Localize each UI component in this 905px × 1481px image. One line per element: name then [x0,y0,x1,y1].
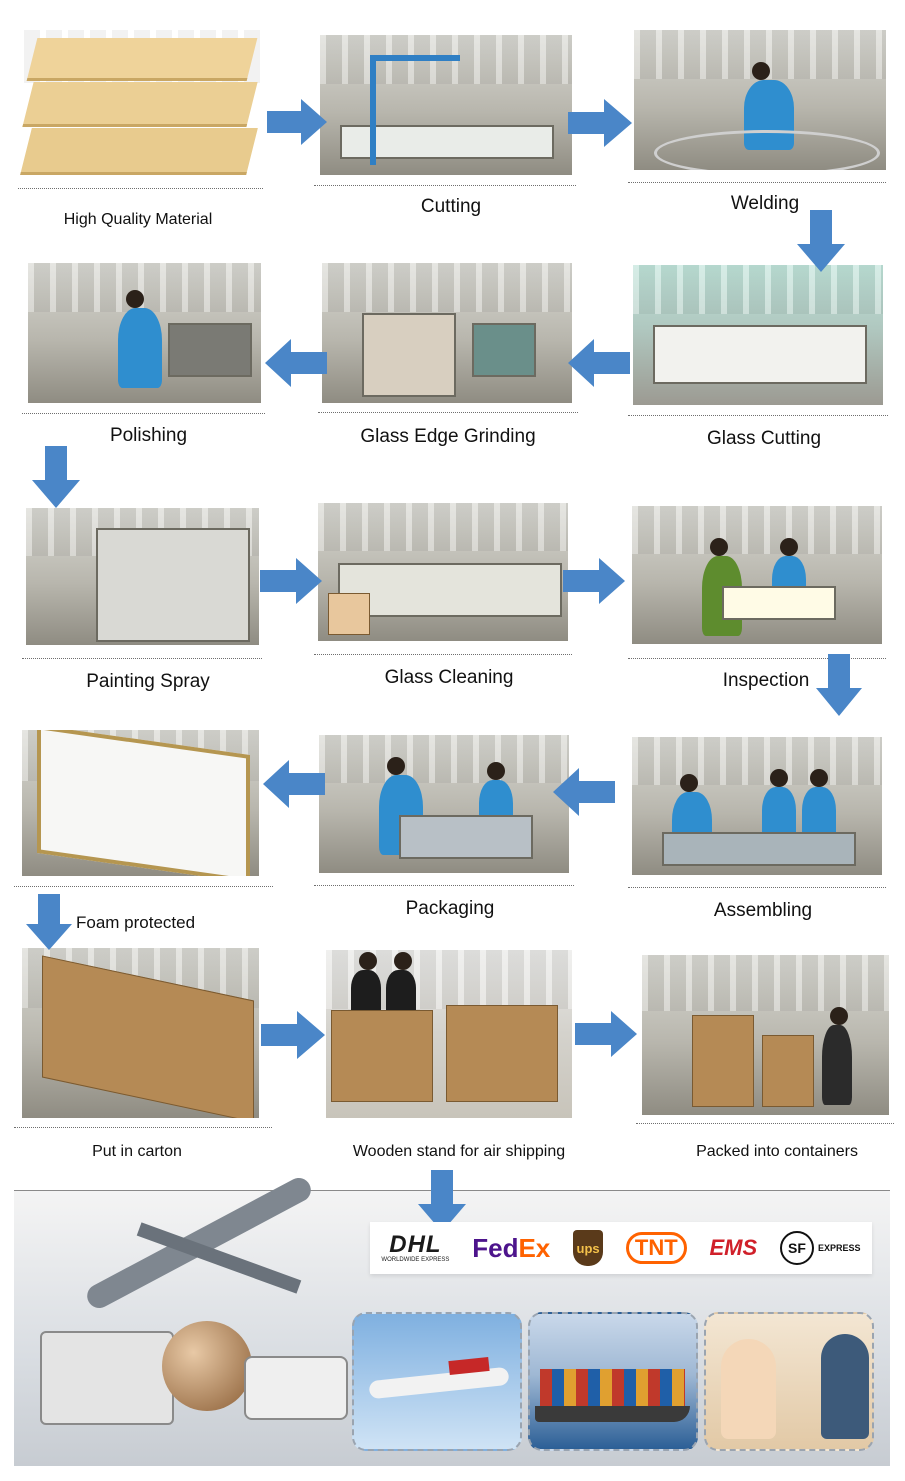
arrow-down-icon [26,894,72,950]
caption-polishing: Polishing [109,425,188,446]
arrow-left-icon [263,760,325,808]
arrow-down-icon [797,210,845,272]
separator [22,413,265,414]
caption-material: High Quality Material [63,211,213,228]
separator [628,182,886,183]
arrow-right-icon [261,1011,325,1059]
caption-glass-cutting: Glass Cutting [706,428,822,449]
separator [636,1123,894,1124]
separator [14,1127,272,1128]
caption-welding: Welding [730,193,800,214]
photo-polishing [28,263,261,403]
tile-air-freight [352,1312,522,1451]
photo-painting [26,508,259,645]
caption-wooden-stand: Wooden stand for air shipping [352,1143,566,1160]
caption-foam: Foam protected [76,913,196,932]
caption-packaging: Packaging [405,898,495,919]
photo-material [18,30,263,180]
caption-containers: Packed into containers [696,1143,858,1160]
caption-carton: Put in carton [92,1143,182,1160]
caption-inspection: Inspection [722,670,810,691]
caption-assembling: Assembling [713,900,813,921]
separator [314,885,574,886]
arrow-right-icon [575,1011,637,1057]
photo-welding [634,30,886,170]
separator [318,412,578,413]
separator [314,654,572,655]
courier-logos: DHL WORLDWIDE EXPRESS FedEx ups TNT EMS … [370,1222,872,1274]
arrow-right-icon [568,99,632,147]
caption-cleaning: Glass Cleaning [384,667,514,688]
tile-sea-freight [528,1312,698,1451]
separator [22,658,262,659]
arrow-right-icon [267,99,327,145]
separator [14,886,273,887]
globe-icon [162,1321,252,1411]
board-stack-icon [20,38,258,175]
photo-glass-cutting [633,265,883,405]
arrow-down-icon [32,446,80,508]
arrow-down-icon [418,1170,466,1232]
separator [628,415,888,416]
separator [628,887,886,888]
photo-edge-grinding [322,263,572,403]
arrow-right-icon [260,558,322,604]
photo-inspection [632,506,882,644]
ems-logo: EMS [709,1235,758,1260]
van-icon [244,1356,348,1420]
arrow-right-icon [563,558,625,604]
tnt-logo: TNT [625,1232,687,1264]
photo-wooden-stand [326,950,572,1118]
photo-assembling [632,737,882,875]
sf-logo: SF EXPRESS [779,1231,861,1265]
arrow-left-icon [553,768,615,816]
photo-containers [642,955,889,1115]
dhl-logo: DHL WORLDWIDE EXPRESS [381,1231,450,1264]
arrow-down-icon [816,654,862,716]
arrow-left-icon [265,339,327,387]
truck-icon [40,1331,174,1425]
photo-cutting [320,35,572,175]
caption-painting: Painting Spray [86,671,210,692]
caption-cutting: Cutting [420,196,482,217]
photo-cleaning [318,503,568,641]
separator [628,658,886,659]
ship-icon [540,1369,685,1409]
fedex-logo: FedEx [472,1232,551,1263]
separator [18,188,263,189]
courier-icon [821,1334,869,1439]
customer-icon [721,1339,776,1439]
photo-foam [22,730,259,876]
separator [314,185,576,186]
photo-carton [22,948,259,1118]
arrow-left-icon [568,339,630,387]
photo-packaging [319,735,569,873]
caption-edge-grinding: Glass Edge Grinding [360,426,536,447]
tile-delivery [704,1312,874,1451]
airplane-icon [368,1366,510,1400]
ups-logo: ups [573,1230,604,1266]
